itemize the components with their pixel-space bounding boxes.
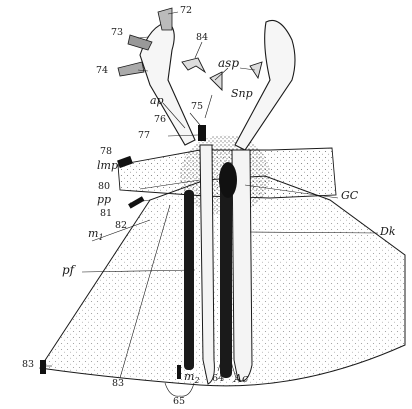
label-72: 72 — [180, 6, 192, 16]
dark-tab-77 — [198, 125, 206, 141]
label-m1: m1 — [88, 228, 104, 242]
dark-bar-m2 — [184, 190, 194, 370]
label-78: 78 — [100, 147, 112, 157]
label-77: 77 — [138, 131, 150, 141]
label-dk: Dk — [380, 226, 396, 237]
label-64: 64 — [212, 374, 224, 384]
process-84 — [182, 58, 205, 72]
label-65: 65 — [173, 397, 185, 407]
label-pf: pf — [62, 264, 74, 276]
label-lmp: lmp — [97, 160, 118, 171]
label-83-left: 83 — [22, 360, 34, 370]
label-73: 73 — [111, 28, 123, 38]
label-81: 81 — [100, 209, 112, 219]
label-80: 80 — [98, 182, 110, 192]
dark-knob-gc — [219, 162, 237, 198]
right-horn — [235, 20, 295, 150]
label-ap: ap — [150, 95, 164, 106]
label-ac: Ac — [234, 373, 248, 384]
label-83-bottom: 83 — [112, 379, 124, 389]
label-76: 76 — [154, 115, 166, 125]
stub-74 — [118, 62, 144, 76]
label-snp: Snp — [231, 88, 253, 99]
dark-bar-ac — [220, 178, 232, 378]
dark-peg-65 — [177, 365, 181, 379]
label-84: 84 — [196, 33, 208, 43]
label-75: 75 — [191, 102, 203, 112]
process-asp-right — [250, 62, 262, 78]
dark-pegs-81 — [128, 196, 144, 208]
label-pp: pp — [97, 194, 111, 205]
label-82: 82 — [115, 221, 127, 231]
label-asp: asp — [218, 57, 239, 69]
label-gc: GC — [341, 190, 358, 201]
process-asp-left — [210, 72, 222, 90]
dark-peg-83 — [40, 360, 46, 374]
label-74: 74 — [96, 66, 108, 76]
label-m2: m2 — [184, 371, 200, 385]
